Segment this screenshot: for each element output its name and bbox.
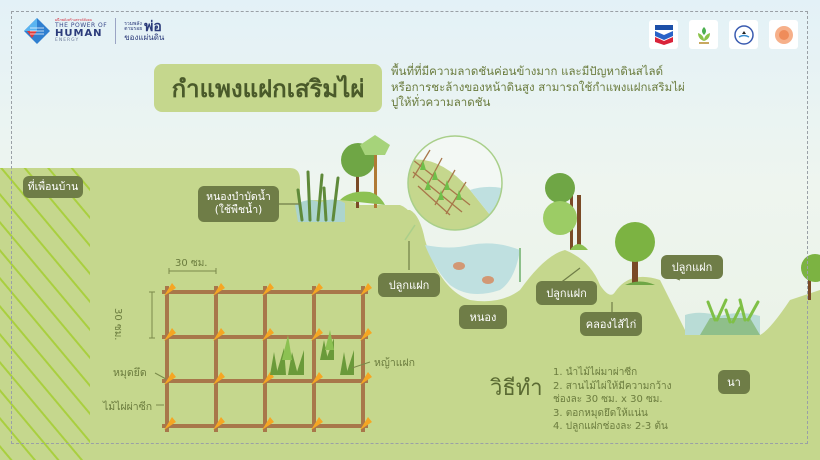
royal-seal-icon [774,25,793,44]
label-pond-treatment: หนองบำบัดน้ำ (ใช้พืชน้ำ) [198,186,279,222]
description-line: หรือการชะล้างของหน้าดินสูง สามารถใช้กำแพ… [391,79,685,94]
height-measure-label: 30 ซม. [112,308,123,341]
label-neighbor: ที่เพื่อนบ้าน [23,176,83,198]
brand-line-3: ENERGY [55,37,80,43]
brand-logo: ผนึกพลังสร้างสรรค์สังคม THE POWER OF HUM… [24,18,164,44]
label-paddy: นา [718,370,750,394]
label-plant-vetiver-3: ปลูกแฝก [661,255,723,279]
chevron-icon [654,24,673,45]
brand-line-1: THE POWER OF [55,21,108,29]
brand-thai-big: พ่อ [144,19,162,35]
brand-divider [115,18,117,44]
width-measure-label: 30 ซม. [175,258,208,269]
split-bamboo-label: ไม้ไผ่ผ่าซีก [103,401,153,413]
description-line: ปูให้ทั่วความลาดชัน [391,95,491,109]
description: พื้นที่ที่มีความลาดชันค่อนข้างมาก และมีป… [391,64,691,111]
brand-tagline: ผนึกพลังสร้างสรรค์สังคม [55,18,93,22]
page-title: กำแพงแฝกเสริมไผ่ [154,64,382,112]
water-foundation-logo [729,20,758,49]
method-step: 3. ตอกหมุดยึดให้แน่น [553,407,648,419]
zoom-lens [408,136,502,230]
description-line: พื้นที่ที่มีความลาดชันค่อนข้างมาก และมีป… [391,64,664,78]
brand-line-2: HUMAN [55,27,103,39]
method-step: ช่องละ 30 ซม. x 30 ซม. [553,394,663,406]
water-seal-icon [733,24,754,45]
method-steps: 1. นำไม้ไผ่มาผ่าซีก 2. สานไม้ไผ่ให้มีควา… [553,366,672,434]
label-pond-treatment-line-1: หนองบำบัดน้ำ [206,191,271,203]
stakes [164,283,372,430]
method-title: วิธีทำ [490,376,543,401]
label-plant-vetiver-1: ปลูกแฝก [378,273,440,297]
partner-logos [649,20,798,49]
label-plant-vetiver-2: ปลูกแฝก [536,281,597,305]
royal-seal-logo [769,20,798,49]
neighbor-hatch [0,168,90,460]
stake-label: หมุดยึด [113,367,147,379]
plant-icon [697,26,710,44]
brand-thai: รวมพลัง ตามรอย พ่อ ของแผ่นดิน [124,20,164,42]
method-step: 1. นำไม้ไผ่มาผ่าซีก [553,367,638,378]
vetiver-grass-label: หญ้าแฝก [374,357,416,369]
plant-logo [689,20,718,49]
method-step: 2. สานไม้ไผ่ให้มีความกว้าง [553,380,672,392]
brand-thai-small-1: รวมพลัง [124,21,142,27]
label-pond-treatment-line-2: (ใช้พืชน้ำ) [214,204,263,216]
brand-thai-small-2: ตามรอย [124,26,143,32]
label-canal: คลองไส้ไก่ [580,312,642,336]
chevron-logo [649,20,678,49]
brand-thai-bottom: ของแผ่นดิน [124,33,165,42]
method-step: 4. ปลูกแฝกช่องละ 2-3 ต้น [553,421,668,433]
label-pond: หนอง [459,305,507,329]
human-energy-icon [24,18,50,44]
